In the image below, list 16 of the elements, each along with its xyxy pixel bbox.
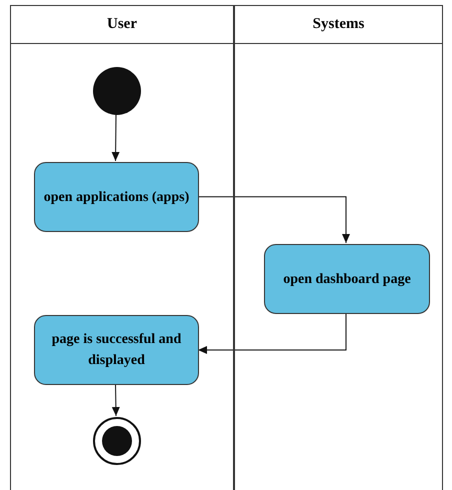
arrow [112,384,120,416]
end-node [93,417,141,465]
start-node [93,67,141,115]
lane-title: User [107,15,137,34]
activity-label: open dashboard page [283,270,411,288]
lane-title: Systems [312,15,364,34]
activity-box [34,162,199,232]
activity-box [34,315,199,385]
arrow [198,312,346,354]
swimlane [234,5,443,490]
swimlane [10,5,234,490]
activity-label: open applications (apps) [44,188,190,206]
arrow [198,196,350,244]
activity-label: page is successful and displayed [50,331,182,370]
arrow [112,114,120,162]
activity-box [264,244,430,314]
